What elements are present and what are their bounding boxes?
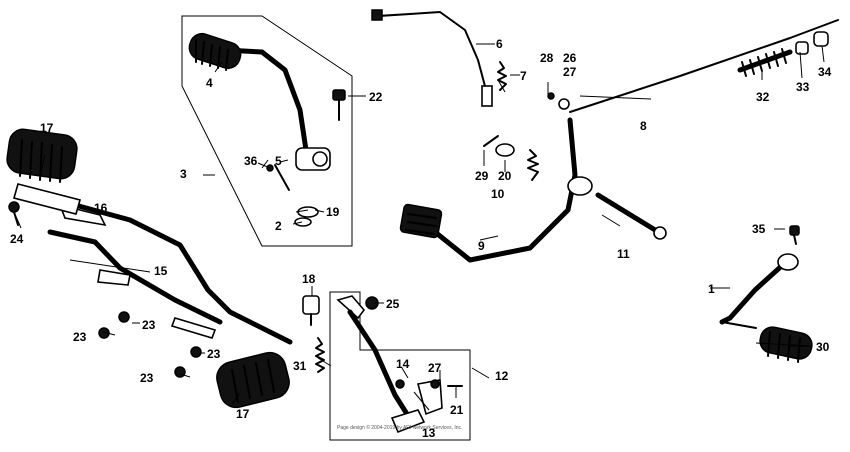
- callout-14: 14: [396, 357, 410, 371]
- callout-20: 20: [498, 169, 512, 183]
- callout-2: 2: [275, 219, 282, 233]
- side-stand[interactable]: [336, 295, 426, 434]
- callout-22: 22: [369, 90, 383, 104]
- callout-16: 16: [94, 201, 108, 215]
- brake-rod[interactable]: [569, 19, 839, 113]
- callout-24: 24: [10, 232, 24, 246]
- brake-cable[interactable]: [371, 9, 493, 107]
- callout-23b: 23: [142, 318, 156, 332]
- gear-change-pedal[interactable]: [719, 253, 799, 329]
- step-holder-16[interactable]: [13, 183, 81, 215]
- callout-32: 32: [756, 90, 770, 104]
- kick-starter-pinch-bolt[interactable]: [266, 164, 290, 191]
- bolt-24[interactable]: [8, 201, 20, 226]
- callout-13: 13: [422, 426, 436, 440]
- bolt-18[interactable]: [302, 295, 320, 326]
- adjuster-nut-32-34[interactable]: [737, 31, 829, 77]
- callout-9: 9: [478, 239, 485, 253]
- callout-18: 18: [302, 272, 316, 286]
- callout-12: 12: [495, 369, 509, 383]
- callout-23d: 23: [207, 347, 221, 361]
- callout-6: 6: [496, 37, 503, 51]
- callout-17b: 17: [236, 407, 250, 421]
- callout-11: 11: [617, 247, 630, 261]
- footpeg-right[interactable]: [213, 349, 292, 411]
- callout-27a: 27: [563, 65, 577, 79]
- kick-starter-group-outline: [181, 15, 353, 247]
- callout-25: 25: [386, 297, 400, 311]
- callout-30: 30: [816, 340, 830, 354]
- callout-17a: 17: [40, 121, 54, 135]
- callout-10: 10: [491, 187, 505, 201]
- spring-7-and-10[interactable]: [497, 61, 539, 181]
- callout-4: 4: [206, 76, 213, 90]
- callout-21: 21: [450, 403, 464, 417]
- callout-8: 8: [640, 119, 647, 133]
- side-stand-switch[interactable]: [395, 379, 463, 416]
- callout-34: 34: [818, 65, 832, 79]
- callout-1: 1: [708, 282, 715, 296]
- leader-lines: [13, 43, 825, 411]
- callout-28: 28: [540, 51, 554, 65]
- callout-33: 33: [796, 80, 810, 94]
- callout-15: 15: [154, 264, 168, 278]
- callout-29: 29: [475, 169, 489, 183]
- footpeg-left[interactable]: [5, 127, 78, 183]
- side-stand-spring[interactable]: [315, 337, 325, 373]
- callout-31: 31: [293, 359, 307, 373]
- callout-36: 36: [244, 154, 258, 168]
- bolt-35[interactable]: [789, 225, 800, 245]
- callout-5: 5: [275, 154, 282, 168]
- copyright-notice: Page design © 2004-2019 by ARI Network S…: [337, 424, 462, 431]
- brake-pedal[interactable]: [399, 117, 593, 263]
- kick-starter-bolt-22[interactable]: [332, 89, 346, 121]
- brake-fittings[interactable]: [483, 92, 570, 157]
- callout-23a: 23: [73, 330, 87, 344]
- callout-3: 3: [180, 167, 187, 181]
- side-stand-group-outline: [329, 291, 471, 441]
- kick-starter-arm[interactable]: [186, 31, 331, 171]
- callout-19: 19: [326, 205, 340, 219]
- callout-27b: 27: [428, 361, 442, 375]
- pivot-shaft-11[interactable]: [595, 192, 667, 240]
- callout-23c: 23: [140, 371, 154, 385]
- callout-7: 7: [520, 69, 527, 83]
- callout-35: 35: [752, 222, 766, 236]
- callout-26: 26: [563, 51, 577, 65]
